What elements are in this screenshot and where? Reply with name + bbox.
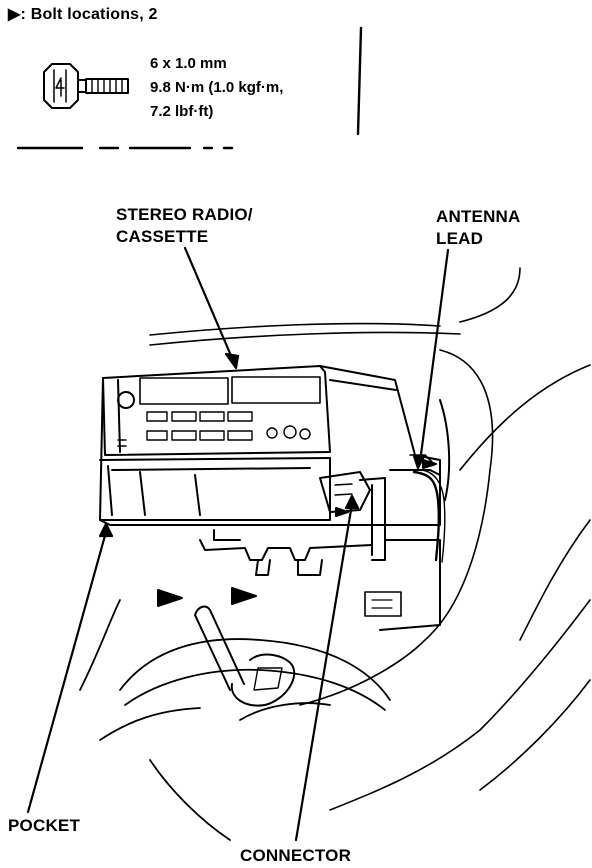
center-console	[79, 599, 391, 841]
antenna-lead	[412, 469, 446, 563]
bolt-torque-line2: 7.2 lbf·ft)	[150, 103, 214, 120]
bolt-torque-line1: 9.8 N·m (1.0 kgf·m,	[150, 79, 284, 96]
shift-lever	[194, 605, 295, 707]
connector-assembly	[319, 399, 451, 631]
bolt-icon	[43, 63, 129, 109]
label-stereo-line2: CASSETTE	[116, 227, 209, 246]
label-connector: CONNECTOR	[240, 846, 352, 865]
bolt-legend-text: : Bolt locations, 2	[20, 6, 158, 23]
pocket-tray	[99, 457, 331, 521]
bolt-location-markers	[157, 587, 257, 607]
stereo-radio-unit	[99, 365, 441, 526]
bolt-legend: ▶: Bolt locations, 2	[8, 4, 158, 25]
bolt-marker-icon	[231, 587, 257, 605]
spec-box-border	[16, 26, 363, 150]
label-antenna-line1: ANTENNA	[436, 207, 521, 226]
bolt-marker-icon: ▶	[8, 6, 21, 23]
dashboard-outline	[149, 267, 591, 811]
label-antenna-line2: LEAD	[436, 229, 484, 248]
label-pocket: POCKET	[8, 816, 81, 835]
mounting-bracket	[199, 529, 373, 576]
label-stereo-line1: STEREO RADIO/	[116, 205, 253, 224]
leader-lines	[26, 246, 450, 842]
direction-arrows	[335, 459, 437, 517]
bolt-size: 6 x 1.0 mm	[150, 55, 227, 72]
bolt-marker-icon	[157, 589, 183, 607]
